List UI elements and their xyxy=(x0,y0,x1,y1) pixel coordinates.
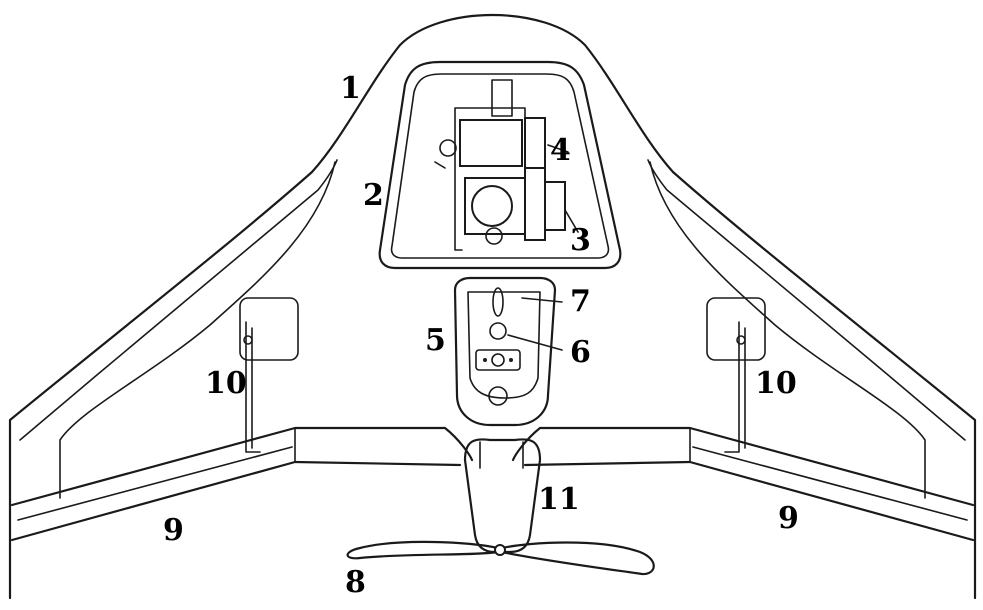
label-6: 6 xyxy=(570,335,591,370)
wing-panel-left xyxy=(59,161,336,499)
label-10-left: 10 xyxy=(205,366,247,401)
control-rod-right xyxy=(724,321,746,453)
label-7: 7 xyxy=(570,284,591,319)
label-1: 1 xyxy=(340,71,361,106)
servo-hatch-left xyxy=(239,297,299,361)
leader-line-6 xyxy=(507,334,563,351)
wing-leading-edge-right xyxy=(647,159,966,441)
electronics-hatch-inner xyxy=(467,291,541,399)
label-8: 8 xyxy=(345,565,366,600)
servo-hatch-right xyxy=(706,297,766,361)
component-6 xyxy=(489,322,507,340)
label-3: 3 xyxy=(570,223,591,258)
wing-leading-edge-left xyxy=(19,159,338,441)
leader-line-4 xyxy=(547,144,569,153)
motor-nacelle xyxy=(463,438,542,554)
label-9-left: 9 xyxy=(163,513,184,548)
nacelle-detail xyxy=(479,441,524,469)
propeller-right-blade xyxy=(500,541,655,576)
gimbal-camera-assembly xyxy=(434,79,566,251)
leader-line-3 xyxy=(564,209,579,233)
label-11: 11 xyxy=(538,482,580,517)
connector-panel xyxy=(475,349,521,371)
wing-outer-outline xyxy=(8,14,977,600)
label-5: 5 xyxy=(425,323,446,358)
leader-line-7 xyxy=(521,297,563,303)
component-port xyxy=(488,386,508,406)
label-9-right: 9 xyxy=(778,501,799,536)
payload-bay-inner xyxy=(390,73,610,259)
label-4: 4 xyxy=(550,133,571,168)
elevon-left xyxy=(10,426,474,542)
electronics-hatch xyxy=(453,276,557,427)
control-rod-left xyxy=(243,321,261,453)
payload-bay-outer xyxy=(378,60,622,270)
elevon-right xyxy=(511,426,975,542)
propeller-hub xyxy=(494,544,506,556)
wing-panel-right xyxy=(649,161,926,499)
propeller-left-blade xyxy=(346,540,500,560)
component-7 xyxy=(492,287,504,317)
label-10-right: 10 xyxy=(755,366,797,401)
label-2: 2 xyxy=(363,178,384,213)
